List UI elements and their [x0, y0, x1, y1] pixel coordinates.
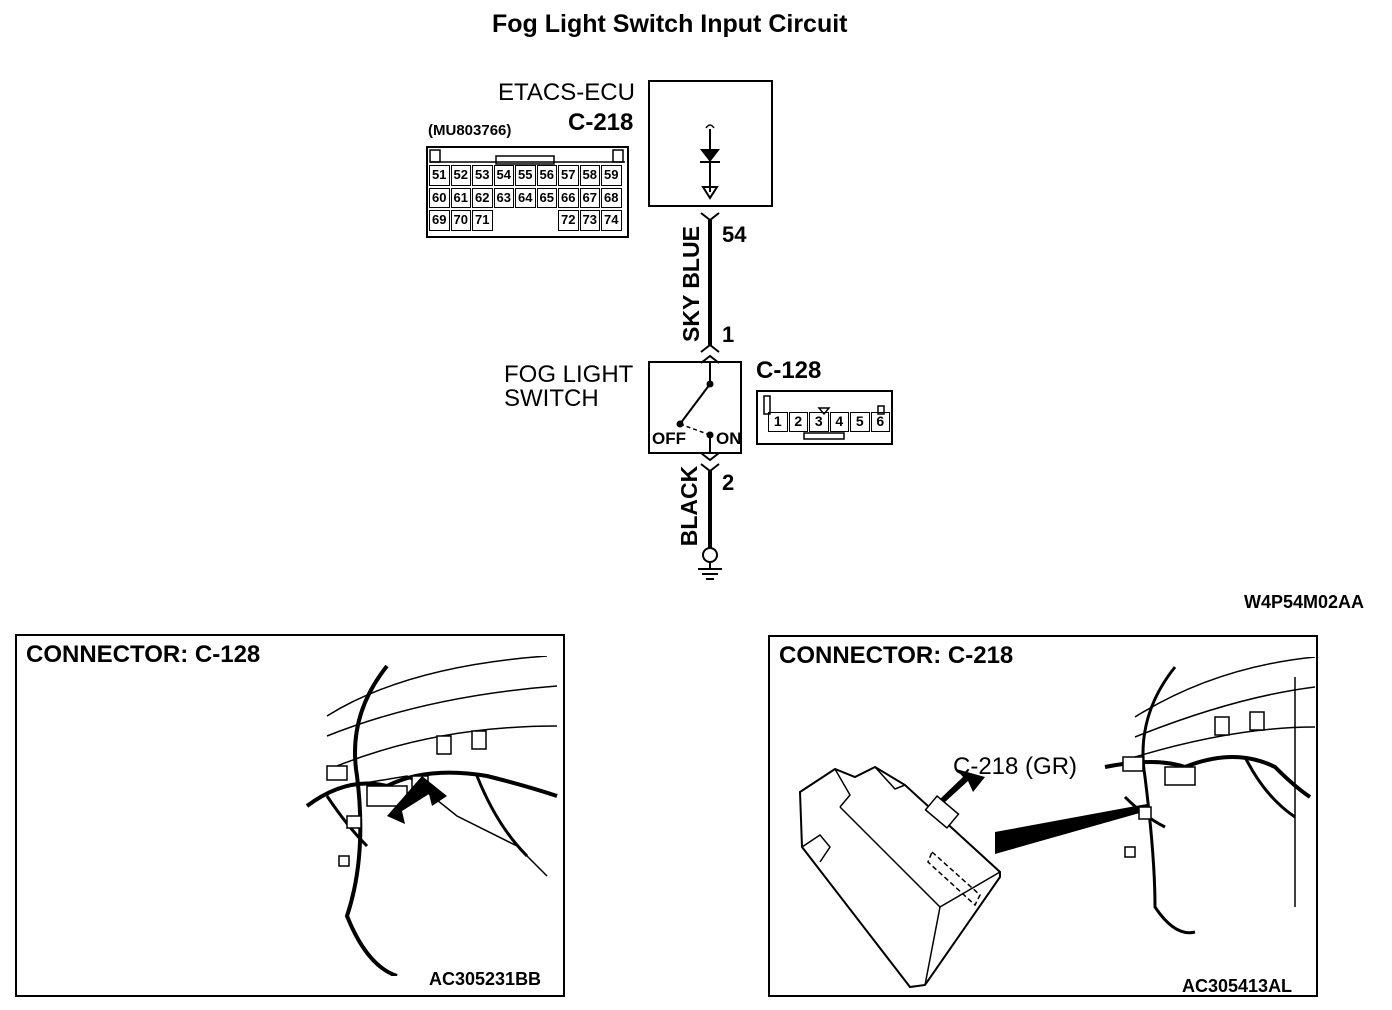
ecu-part-number: (MU803766) — [428, 122, 512, 139]
ecu-pin: 67 — [579, 187, 600, 208]
ecu-pin: 70 — [450, 210, 471, 231]
switch-pin: 1 — [768, 412, 788, 432]
ecu-pin: 60 — [429, 187, 450, 208]
diode-symbol — [700, 124, 720, 200]
ecu-connector-label: C-218 — [568, 109, 634, 136]
switch-off-label: OFF — [652, 429, 686, 448]
ecu-pin: 65 — [536, 187, 557, 208]
switch-pin: 4 — [829, 412, 849, 432]
switch-symbol — [676, 363, 714, 452]
ecu-pin: 51 — [429, 165, 450, 186]
wiring-lines — [698, 212, 722, 580]
connector-c128-panel: CONNECTOR: C-128 AC305231BB — [15, 634, 565, 997]
switch-connector-label: C-128 — [756, 357, 822, 384]
ecu-pin: 71 — [472, 210, 493, 231]
ecu-pin: 69 — [429, 210, 450, 231]
diagram-title: Fog Light Switch Input Circuit — [492, 10, 848, 38]
ecu-pin: 64 — [515, 187, 536, 208]
switch-pin: 2 — [788, 412, 808, 432]
ecu-connector-outline — [426, 146, 629, 238]
connector-c218-panel: CONNECTOR: C-218 C-218 (GR) AC305413AL — [768, 635, 1318, 997]
ecu-pin: 58 — [579, 165, 600, 186]
c128-location-illustration — [305, 656, 558, 976]
wire-color-black: BLACK — [676, 465, 702, 547]
switch-connector-outline — [756, 390, 893, 445]
switch-name-line1: FOG LIGHT — [504, 361, 634, 388]
etacs-ecu-unit-illustration — [798, 765, 1001, 989]
switch-name-line2: SWITCH — [504, 385, 599, 412]
c218-pointer-beam — [995, 804, 1150, 854]
switch-pin: 6 — [870, 412, 890, 432]
c128-image-code: AC305231BB — [429, 969, 542, 989]
ecu-pin: 74 — [601, 210, 622, 231]
switch-pin: 5 — [850, 412, 870, 432]
switch-pin: 3 — [809, 412, 829, 432]
ecu-pin: 62 — [472, 187, 493, 208]
c218-image-code: AC305413AL — [1182, 976, 1293, 996]
wire-color-sky-blue: SKY BLUE — [678, 226, 704, 342]
switch-pin-top: 1 — [722, 322, 735, 347]
c218-location-illustration — [1104, 657, 1316, 935]
ecu-pin: 56 — [536, 165, 557, 186]
ecu-pin: 54 — [493, 165, 514, 186]
ecu-terminal-number: 54 — [722, 222, 747, 247]
ecu-box — [648, 80, 773, 207]
ecu-pin: 59 — [601, 165, 622, 186]
ecu-pin: 63 — [493, 187, 514, 208]
ecu-pin: 53 — [472, 165, 493, 186]
diagram-code: W4P54M02AA — [1244, 592, 1365, 612]
ecu-pin: 52 — [450, 165, 471, 186]
ecu-pin: 61 — [450, 187, 471, 208]
connector-c128-title: CONNECTOR: C-128 — [26, 641, 261, 668]
ecu-pin: 55 — [515, 165, 536, 186]
ecu-name: ETACS-ECU — [498, 79, 635, 106]
ecu-pin: 66 — [558, 187, 579, 208]
ecu-pin: 57 — [558, 165, 579, 186]
switch-on-label: ON — [716, 429, 742, 448]
ecu-pin: 72 — [558, 210, 579, 231]
connector-c218-title: CONNECTOR: C-218 — [779, 642, 1014, 669]
ecu-pin: 68 — [601, 187, 622, 208]
ecu-pin: 73 — [579, 210, 600, 231]
switch-pin-bottom: 2 — [722, 470, 735, 495]
switch-box: OFF ON — [648, 361, 742, 454]
